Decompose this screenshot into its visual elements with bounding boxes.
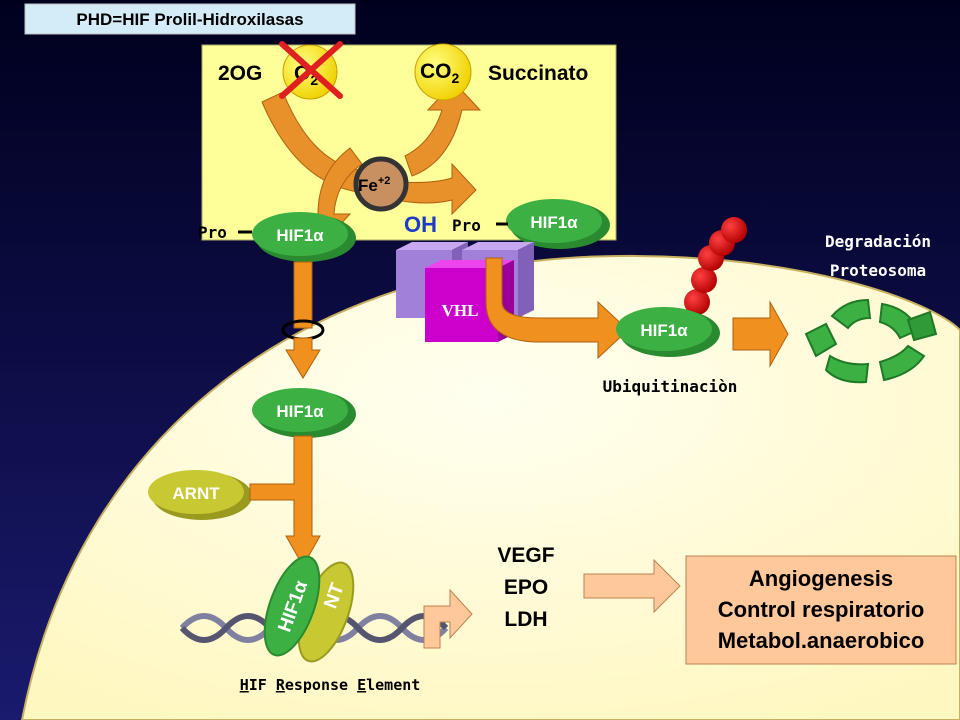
hif1a-label-4: HIF1α — [276, 402, 324, 421]
arnt-protein: ARNT — [148, 470, 252, 520]
hif1a-hydroxylated: HIF1α — [506, 199, 610, 249]
hif1a-on-dna: HIF1α — [263, 555, 321, 657]
title-box — [24, 3, 356, 35]
reaction-arrow-right-down — [395, 162, 477, 216]
hif1a-label-2: HIF1α — [530, 213, 578, 232]
effect-respiratory: Control respiratorio — [718, 597, 925, 622]
degradation-label: Degradación — [825, 232, 931, 251]
vhl-label: VHL — [442, 301, 479, 320]
arrow-shaft-nuclear — [293, 261, 313, 329]
arnt-on-dna: NT — [297, 561, 355, 663]
product-succinato: Succinato — [488, 62, 588, 85]
pro-label-2: Pro — [452, 216, 481, 235]
arrow-to-nucleus — [285, 337, 321, 379]
effect-anaerobic: Metabol.anaerobico — [718, 628, 925, 653]
co2-label: CO2 — [420, 60, 460, 86]
ubiquitin-2 — [691, 267, 717, 293]
arrow-to-effects — [583, 558, 681, 614]
substrate-2og: 2OG — [218, 62, 262, 85]
hif1a-unhydroxylated: HIF1α — [252, 212, 356, 262]
arrow-to-proteasome — [732, 300, 789, 368]
arrow-to-genes — [423, 588, 473, 649]
ubiquitination-label: Ubiquitinaciòn — [603, 377, 738, 396]
proteasome-label: Proteosoma — [830, 261, 926, 280]
pro-label-1: Pro — [198, 223, 227, 242]
hif1a-ubiquitinated: HIF1α — [616, 307, 720, 357]
hre-label: HIF Response Element — [240, 676, 421, 694]
oh-label: OH — [404, 212, 437, 237]
title: PHD=HIF Prolil-Hidroxilasas — [76, 10, 303, 29]
arrow-to-ubiquitination — [485, 257, 629, 360]
arnt-label: ARNT — [172, 484, 220, 503]
fe-cofactor — [353, 156, 409, 212]
proteasome-fragments — [804, 298, 938, 384]
cross-mark-b — [279, 41, 343, 99]
ubiquitin-chain — [684, 217, 747, 315]
gene-epo: EPO — [504, 576, 548, 599]
effects-box — [685, 555, 957, 665]
effect-angiogenesis: Angiogenesis — [749, 566, 893, 591]
ubiquitin-1 — [684, 289, 710, 315]
arrow-to-hre — [249, 435, 321, 568]
gene-vegf: VEGF — [497, 544, 554, 567]
hif1a-label-1: HIF1α — [276, 226, 324, 245]
gene-ldh: LDH — [504, 608, 547, 631]
hif1a-nuclear: HIF1α — [252, 388, 356, 438]
ubiquitin-5 — [721, 217, 747, 243]
fe-label: Fe+2 — [358, 175, 390, 195]
reaction-arrow-right-up — [404, 81, 482, 177]
co2-ball — [414, 43, 472, 101]
hif1a-label-3: HIF1α — [640, 321, 688, 340]
